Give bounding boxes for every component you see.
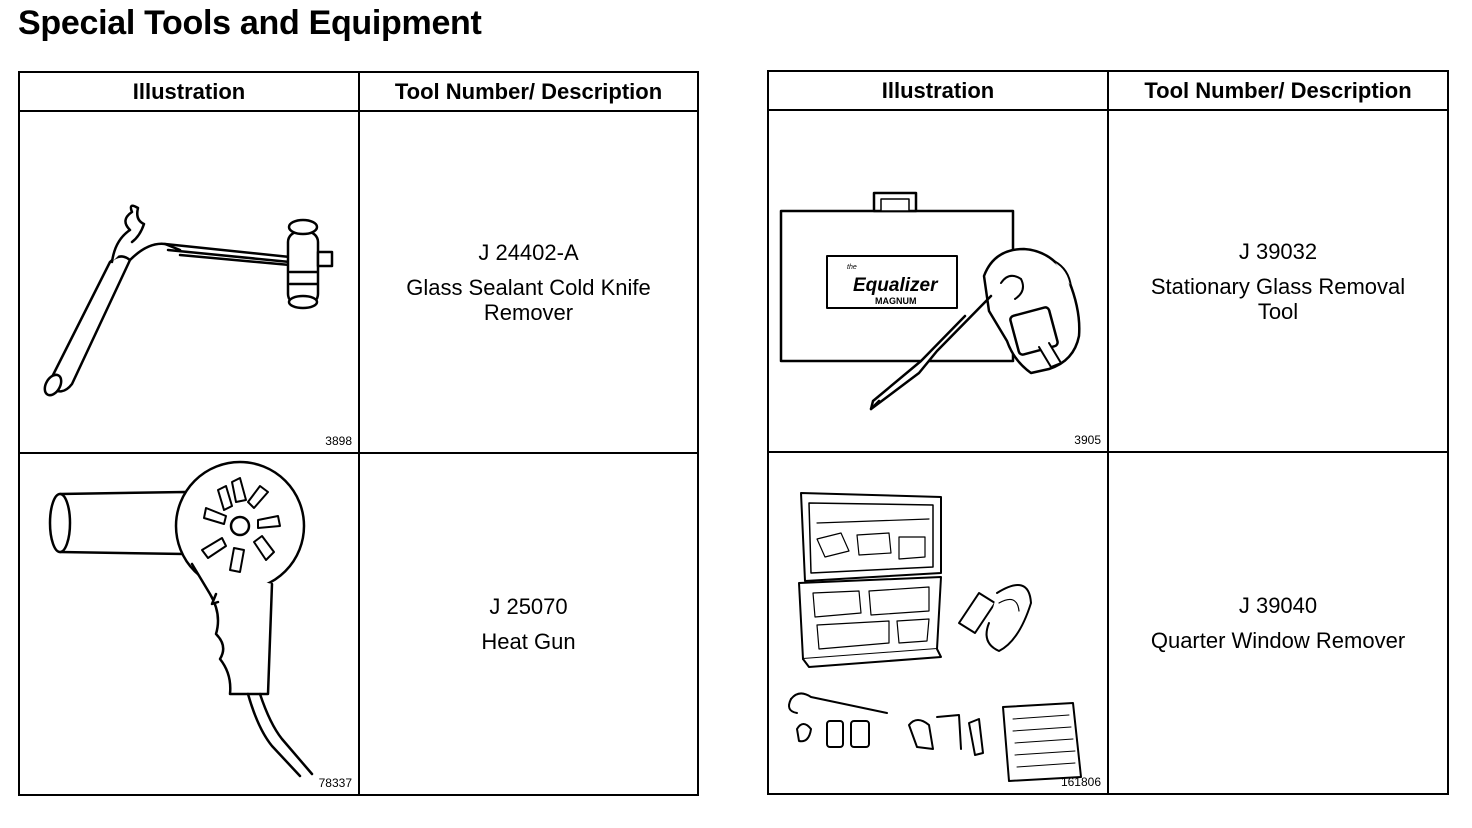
tool-description-cell: J 25070 Heat Gun <box>358 452 699 796</box>
tool-description: Heat Gun <box>481 629 576 654</box>
tools-table-right: Illustration Tool Number/ Description th… <box>767 70 1449 795</box>
tool-description-header: Tool Number/ Description <box>358 71 699 112</box>
case-label-model: MAGNUM <box>875 296 917 306</box>
table-row: the Equalizer MAGNUM 3905 J 39032 Statio… <box>767 109 1449 453</box>
tool-number: J 39032 <box>1238 238 1318 264</box>
table-row: 161806 J 39040 Quarter Window Remover <box>767 451 1449 795</box>
heat-gun-drawing-icon <box>48 460 314 778</box>
table-row: 78337 J 25070 Heat Gun <box>18 452 699 796</box>
figure-number: 161806 <box>1060 775 1101 789</box>
figure-number: 3898 <box>325 434 352 448</box>
illustration-header: Illustration <box>767 70 1109 111</box>
tool-description: Stationary Glass Removal Tool <box>1150 273 1406 324</box>
illustration-header: Illustration <box>18 71 360 112</box>
illustration-cell: 78337 <box>18 452 360 796</box>
equalizer-tool-drawing-icon: the Equalizer MAGNUM <box>779 191 1081 411</box>
illustration-cell: 161806 <box>767 451 1109 795</box>
illustration-cell: the Equalizer MAGNUM 3905 <box>767 109 1109 453</box>
tool-description-header: Tool Number/ Description <box>1107 70 1449 111</box>
tool-number: J 25070 <box>489 594 568 619</box>
tool-number: J 24402-A <box>478 239 579 265</box>
case-label-brand: Equalizer <box>853 275 939 296</box>
tool-description-cell: J 39032 Stationary Glass Removal Tool <box>1107 109 1449 453</box>
tool-description: Glass Sealant Cold Knife Remover <box>406 274 651 325</box>
table-row: 3898 J 24402-A Glass Sealant Cold Knife … <box>18 110 699 454</box>
figure-number: 78337 <box>318 776 352 790</box>
illustration-cell: 3898 <box>18 110 360 454</box>
case-label-small: the <box>847 264 857 271</box>
tool-kit-drawing-icon <box>788 492 1082 782</box>
figure-number: 3905 <box>1074 433 1101 447</box>
tools-table-left: Illustration Tool Number/ Description <box>18 71 699 796</box>
tool-description-cell: J 24402-A Glass Sealant Cold Knife Remov… <box>358 110 699 454</box>
tool-description: Quarter Window Remover <box>1150 628 1406 653</box>
tool-description-cell: J 39040 Quarter Window Remover <box>1107 451 1449 795</box>
page-title: Special Tools and Equipment <box>18 4 482 42</box>
cold-knife-drawing-icon <box>43 204 334 397</box>
tool-number: J 39040 <box>1238 593 1318 618</box>
